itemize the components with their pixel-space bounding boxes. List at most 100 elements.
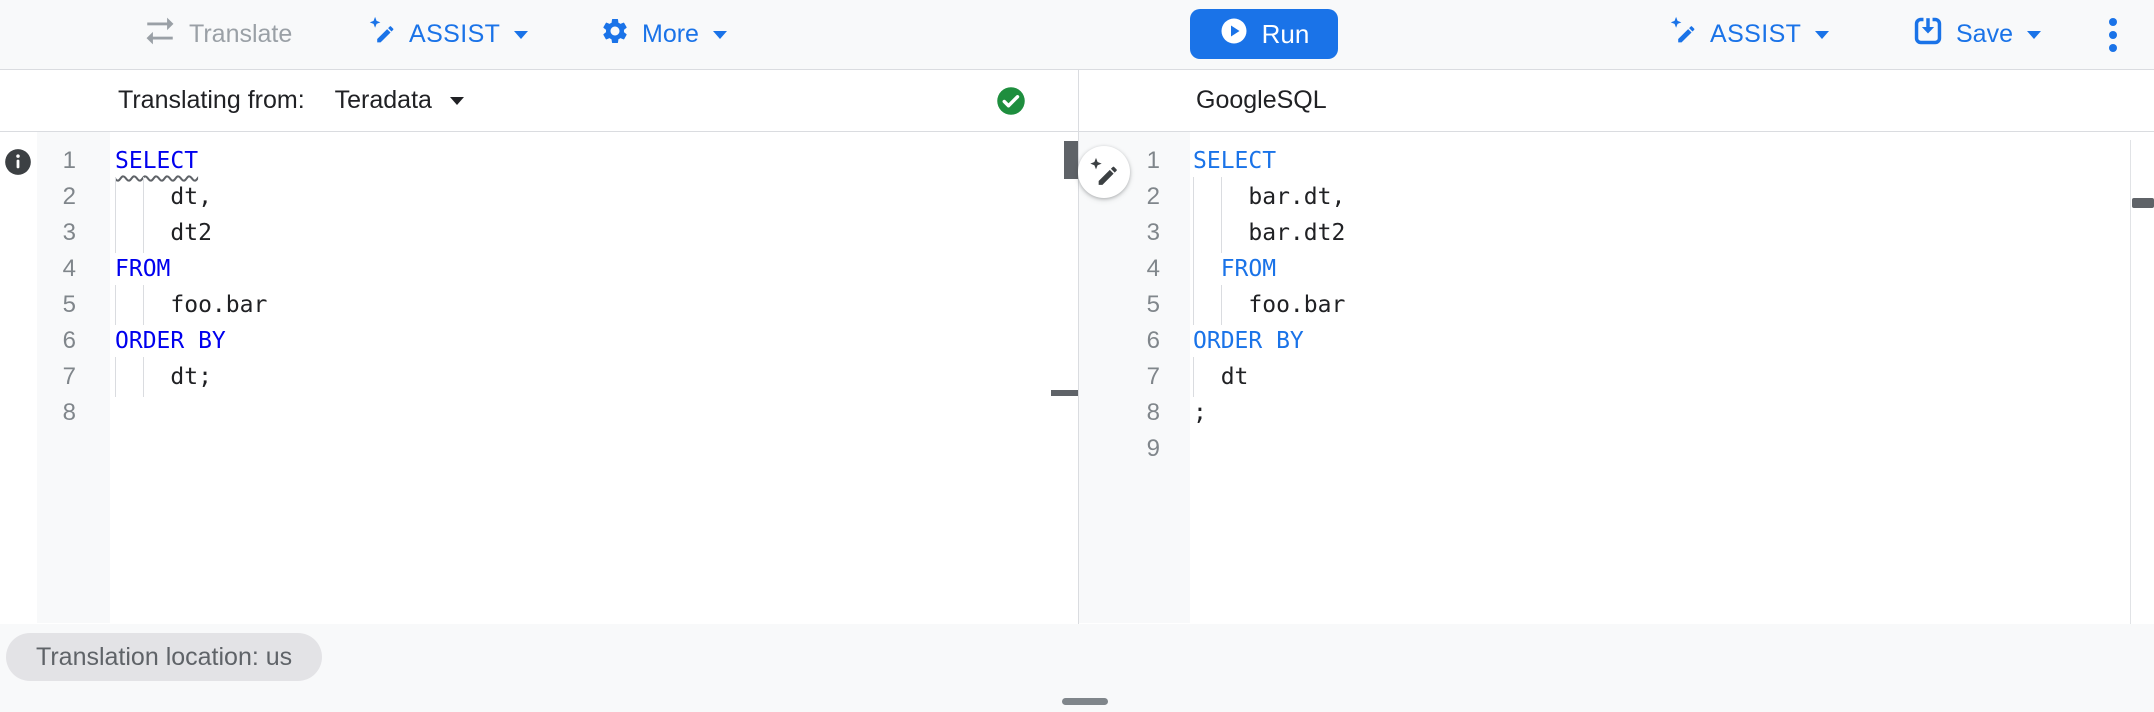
chevron-down-icon <box>2026 30 2041 39</box>
code-line[interactable]: 5 foo.bar <box>0 285 1078 325</box>
translation-valid-check-icon <box>996 86 1026 116</box>
sql-text: foo.bar <box>1193 292 1346 318</box>
code-line[interactable]: 3 bar.dt2 <box>1078 213 2154 253</box>
code-line[interactable]: 8; <box>1078 395 2154 431</box>
line-number: 9 <box>1146 435 1160 462</box>
magic-pen-icon <box>1090 157 1117 185</box>
line-number: 5 <box>1146 291 1160 318</box>
code-line[interactable]: 5 foo.bar <box>1078 285 2154 325</box>
code-text: dt2 <box>115 213 212 253</box>
code-text: bar.dt, <box>1193 177 1346 217</box>
indent-guide <box>1193 357 1194 397</box>
line-number: 3 <box>62 219 76 246</box>
inline-assist-button[interactable] <box>1078 146 1130 198</box>
scrollbar-track <box>2130 140 2131 624</box>
line-number: 8 <box>1146 399 1160 426</box>
assist-right-label: ASSIST <box>1710 20 1802 48</box>
info-icon[interactable] <box>4 148 32 176</box>
pane-divider[interactable] <box>1078 70 1079 624</box>
assist-label: ASSIST <box>409 20 501 48</box>
source-dialect-dropdown[interactable]: Teradata <box>335 86 464 115</box>
line-number: 8 <box>62 399 76 426</box>
line-number: 2 <box>62 183 76 210</box>
code-text: SELECT <box>1193 143 1276 179</box>
magic-pen-icon <box>1668 16 1698 53</box>
indent-guide <box>1193 177 1194 217</box>
sql-text: bar.dt2 <box>1193 220 1346 246</box>
indent-guide <box>142 357 144 397</box>
line-number: 4 <box>1146 255 1160 282</box>
code-text: ; <box>1193 395 1207 431</box>
line-number: 7 <box>1146 363 1160 390</box>
line-number: 1 <box>1146 147 1160 174</box>
indent-guide <box>1193 249 1194 289</box>
indent-guide <box>115 213 116 253</box>
source-pane-header: Translating from: Teradata <box>0 70 1078 132</box>
indent-guide <box>1193 285 1194 325</box>
indent-guide <box>1220 213 1222 253</box>
code-line[interactable]: 2 bar.dt, <box>1078 177 2154 217</box>
save-button[interactable]: Save <box>1912 0 2041 69</box>
line-number: 4 <box>62 255 76 282</box>
line-number: 1 <box>62 147 76 174</box>
code-line[interactable]: 6 ORDER BY <box>0 323 1078 359</box>
toolbar: Translate ASSIST More <box>0 0 2154 70</box>
sql-text: dt2 <box>115 220 212 246</box>
code-line[interactable]: 7 dt <box>1078 357 2154 397</box>
kebab-menu-icon <box>2109 17 2117 52</box>
line-number: 6 <box>62 327 76 354</box>
sql-text: ; <box>1193 400 1207 426</box>
sql-text: bar.dt, <box>1193 184 1346 210</box>
code-line[interactable]: 1 SELECT <box>1078 143 2154 179</box>
dialect-value: Teradata <box>334 86 432 114</box>
run-label: Run <box>1261 18 1310 49</box>
indent-guide <box>1193 213 1194 253</box>
indent-guide <box>142 177 144 217</box>
vertical-scrollbar-thumb[interactable] <box>1064 141 1078 179</box>
code-line[interactable]: 4 FROM <box>1078 249 2154 289</box>
code-text: foo.bar <box>1193 285 1346 325</box>
code-text: FROM <box>1193 249 1277 289</box>
overflow-menu-button[interactable] <box>2096 0 2130 69</box>
code-line[interactable]: 9 <box>1078 431 2154 467</box>
more-button[interactable]: More <box>600 0 727 69</box>
code-line[interactable]: 8 <box>0 395 1078 431</box>
translate-label: Translate <box>189 20 293 48</box>
code-text: ORDER BY <box>115 323 226 359</box>
sql-keyword: SELECT <box>1193 148 1277 174</box>
sql-text: foo.bar <box>115 292 268 318</box>
horizontal-scrollbar-thumb[interactable] <box>1051 390 1078 396</box>
translate-button[interactable]: Translate <box>143 0 292 69</box>
line-number: 5 <box>62 291 76 318</box>
code-line[interactable]: 1 SELECT <box>0 143 1078 179</box>
code-text: SELECT <box>115 143 198 179</box>
sql-keyword: ORDER BY <box>115 328 226 354</box>
result-pane-header: GoogleSQL <box>1078 70 2154 132</box>
code-line[interactable]: 2 dt, <box>0 177 1078 217</box>
vertical-scrollbar-thumb[interactable] <box>2132 198 2154 208</box>
line-number-gutter <box>37 132 110 623</box>
code-line[interactable]: 3 dt2 <box>0 213 1078 253</box>
assist-button-left[interactable]: ASSIST <box>367 0 529 69</box>
chevron-down-icon <box>1815 30 1830 39</box>
assist-button-right[interactable]: ASSIST <box>1668 0 1830 69</box>
code-line[interactable]: 7 dt; <box>0 357 1078 397</box>
sql-text: dt, <box>115 184 212 210</box>
sql-keyword: FROM <box>1220 256 1277 282</box>
sql-text: dt; <box>115 364 212 390</box>
bottom-resize-handle[interactable] <box>1062 698 1108 705</box>
save-label: Save <box>1956 20 2013 48</box>
translation-location-chip: Translation location: us <box>6 633 323 681</box>
run-button[interactable]: Run <box>1190 9 1338 59</box>
googlesql-label: GoogleSQL <box>1196 86 1327 114</box>
more-label: More <box>642 20 699 48</box>
code-text: dt <box>1193 357 1248 397</box>
translation-location-text: Translation location: us <box>36 642 293 671</box>
indent-guide <box>1220 285 1222 325</box>
